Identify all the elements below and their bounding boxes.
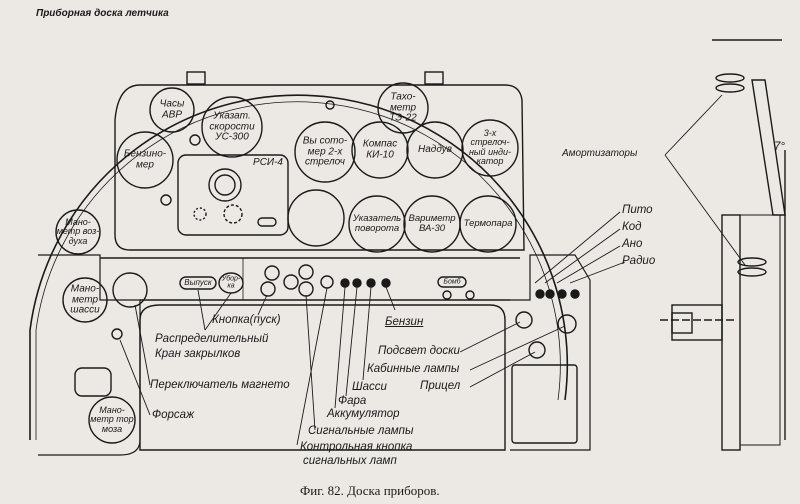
turn-indicator-label: Указатель поворота bbox=[352, 213, 402, 234]
headlight-label: Фара bbox=[338, 395, 367, 407]
side-view bbox=[660, 39, 786, 451]
panel-outline bbox=[29, 94, 569, 440]
flap-valve-label-2: Кран закрылков bbox=[155, 348, 241, 360]
sight-label: Прицел bbox=[420, 380, 461, 392]
bomb-label[interactable]: Бомб bbox=[443, 278, 461, 286]
radio-label: РСИ-4 bbox=[253, 156, 283, 168]
tachometer-label: Тахо- метр ТЭ-22 bbox=[389, 91, 417, 124]
leader-lines bbox=[119, 94, 746, 446]
variometer-label: Вариметр ВА-30 bbox=[408, 213, 456, 234]
retract-label[interactable]: Убор- ка bbox=[221, 275, 241, 290]
figure-caption: Фиг. 82. Доска приборов. bbox=[300, 483, 440, 498]
figure-title: Приборная доска летчика bbox=[36, 8, 169, 19]
airspeed-label: Указат. скорости УС-300 bbox=[209, 110, 255, 143]
angle-label: 7° bbox=[774, 141, 785, 153]
start-button-label: Кнопка(пуск) bbox=[212, 314, 281, 326]
boost-label: Наддув bbox=[418, 143, 452, 155]
shock-absorbers-label: Амортизаторы bbox=[562, 148, 638, 159]
clock-label: Часы АВР bbox=[159, 98, 185, 120]
thermocouple-label: Термопара bbox=[463, 218, 513, 230]
release-label[interactable]: Выпуск bbox=[184, 277, 212, 287]
cabin-lamps-label: Кабинные лампы bbox=[367, 363, 460, 375]
radio-switch-label: Радио bbox=[622, 255, 656, 267]
nav-lights-label: Ано bbox=[622, 238, 643, 250]
compass-label: Компас КИ-10 bbox=[362, 138, 398, 160]
battery-label: Аккумулятор bbox=[327, 408, 400, 420]
signal-lamps-label: Сигнальные лампы bbox=[308, 425, 414, 437]
air-pressure-label: Мано- метр воз- духа bbox=[56, 216, 100, 246]
indicator-label: 3-х стрелоч- ный инди- катор bbox=[468, 128, 512, 167]
panel-light-label: Подсвет доски bbox=[378, 345, 460, 357]
lower-panel bbox=[139, 304, 506, 451]
gear-pressure-label: Мано- метр шасси bbox=[70, 283, 100, 316]
radio-unit bbox=[177, 154, 289, 236]
flap-valve-label-1: Распределительный bbox=[155, 333, 269, 345]
altimeter-label: Вы сото- мер 2-х стрелоч bbox=[302, 135, 348, 168]
hinge-left bbox=[186, 71, 206, 85]
test-button-label-2: сигнальных ламп bbox=[303, 455, 397, 467]
fuel-gauge-label: Бензино- мер bbox=[123, 148, 167, 170]
gear-label: Шасси bbox=[352, 381, 387, 393]
upper-panel bbox=[114, 84, 525, 251]
test-button-label-1: Контрольная кнопка bbox=[300, 441, 413, 453]
pitot-label: Пито bbox=[622, 204, 653, 216]
magneto-label: Переключатель магнето bbox=[150, 379, 290, 391]
switch-knobs bbox=[260, 264, 580, 299]
instrument-dials bbox=[116, 82, 519, 253]
hinge-right bbox=[424, 71, 444, 85]
brake-pressure-label: Мано- метр тор моза bbox=[90, 404, 134, 434]
fuel-label: Бензин bbox=[385, 316, 424, 328]
boost-override-label: Форсаж bbox=[152, 409, 194, 421]
code-label: Код bbox=[622, 221, 642, 233]
